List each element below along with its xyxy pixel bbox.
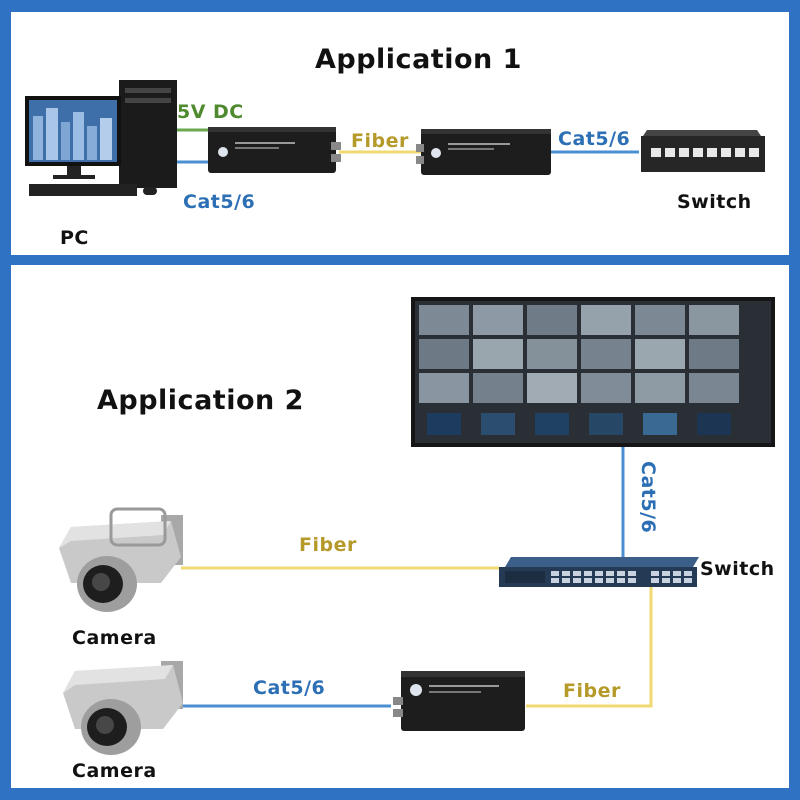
application-1-panel: Application 1 5V DC Fiber Cat5/6 Cat5/6 …: [11, 12, 789, 255]
network-switch-icon: [641, 130, 765, 172]
application-2-diagram: [59, 297, 775, 755]
fiber-bottom-label: Fiber: [563, 680, 621, 702]
cctv-camera-icon: [63, 661, 183, 755]
cctv-camera-icon: [59, 507, 183, 612]
cat-bottom-label: Cat5/6: [253, 677, 326, 699]
fiber-cable-bottom: [526, 583, 653, 708]
media-converter-icon: [393, 671, 525, 731]
camera-bottom-label: Camera: [72, 760, 157, 782]
media-converter-icon: [208, 127, 341, 173]
media-converter-icon: [416, 129, 551, 175]
application-2-panel: Application 2 Cat5/6 Fiber Switch Camera…: [11, 265, 789, 788]
switch-label: Switch: [700, 558, 775, 580]
desktop-pc-icon: [25, 80, 177, 196]
switch-label: Switch: [677, 191, 752, 213]
cat-pc-label: Cat5/6: [183, 191, 256, 213]
network-switch-icon: [499, 557, 699, 587]
power-label: 5V DC: [177, 101, 244, 123]
application-1-diagram: [25, 80, 765, 196]
application-2-title: Application 2: [97, 385, 304, 416]
cat-switch-label: Cat5/6: [558, 128, 631, 150]
video-wall-icon: [411, 297, 775, 447]
application-1-title: Application 1: [315, 44, 522, 75]
fiber-top-label: Fiber: [299, 534, 357, 556]
camera-top-label: Camera: [72, 627, 157, 649]
fiber-label: Fiber: [351, 130, 409, 152]
cat-vertical-label: Cat5/6: [637, 461, 659, 534]
pc-label: PC: [60, 227, 89, 249]
